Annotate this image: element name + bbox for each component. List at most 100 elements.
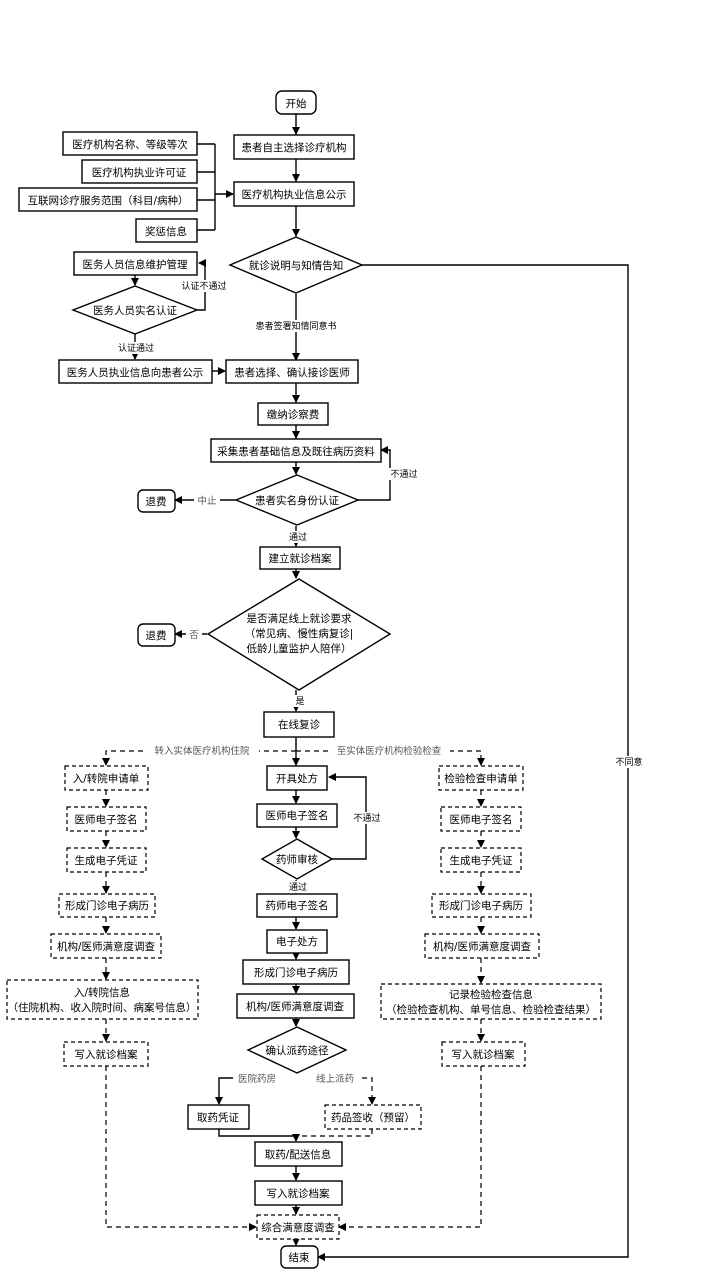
svg-text:生成电子凭证: 生成电子凭证	[75, 854, 138, 867]
node-refund-2: 退费	[137, 623, 176, 647]
svg-text:机构/医师满意度调查: 机构/医师满意度调查	[433, 940, 532, 953]
svg-text:医师电子签名: 医师电子签名	[75, 813, 138, 826]
node-l-info: 入/转院信息 （住院机构、收入院时间、病案号信息）	[6, 979, 199, 1020]
svg-text:退费: 退费	[146, 629, 167, 642]
svg-text:（检验检查机构、单号信息、检验检查结果）: （检验检查机构、单号信息、检验检查结果）	[386, 1003, 596, 1016]
node-refund-1: 退费	[137, 489, 176, 513]
node-reward: 奖惩信息	[135, 218, 198, 243]
label-cert-pass: 认证通过	[118, 342, 154, 354]
node-end: 结束	[280, 1245, 319, 1269]
label-abort: 中止	[197, 495, 217, 507]
node-c-archive: 写入就诊档案	[254, 1180, 343, 1206]
label-no: 否	[189, 630, 199, 641]
node-staff-disclosure: 医务人员执业信息向患者公示	[58, 359, 213, 384]
node-create-file: 建立就诊档案	[259, 546, 341, 570]
node-r-voucher: 生成电子凭证	[440, 847, 522, 873]
svg-text:（住院机构、收入院时间、病案号信息）: （住院机构、收入院时间、病案号信息）	[8, 1001, 197, 1014]
svg-text:患者实名身份认证: 患者实名身份认证	[255, 494, 339, 507]
label-to-exam: 至实体医疗机构检验检查	[337, 745, 442, 757]
svg-text:药师电子签名: 药师电子签名	[266, 899, 329, 912]
svg-text:互联网诊疗服务范围（科目/病种）: 互联网诊疗服务范围（科目/病种）	[27, 194, 188, 207]
svg-text:取药/配送信息: 取药/配送信息	[265, 1148, 332, 1161]
node-staff-maint: 医务人员信息维护管理	[73, 251, 198, 276]
label-disagree: 不同意	[615, 756, 642, 768]
svg-text:入/转院信息: 入/转院信息	[74, 986, 130, 999]
node-l-apply: 入/转院申请单	[64, 765, 149, 791]
node-patient-verify: 患者实名身份认证	[234, 474, 360, 526]
node-self-select: 患者自主选择诊疗机构	[233, 134, 355, 160]
label-yes: 是	[295, 696, 304, 707]
svg-text:退费: 退费	[146, 495, 167, 508]
node-r-emr: 形成门诊电子病历	[431, 893, 532, 918]
svg-text:开具处方: 开具处方	[276, 772, 318, 785]
node-pickup-info: 取药/配送信息	[254, 1141, 343, 1167]
svg-text:写入就诊档案: 写入就诊档案	[267, 1187, 330, 1200]
node-requirement: 是否满足线上就诊要求 （常见病、慢性病复诊| 低龄儿童监护人陪伴）	[206, 578, 392, 691]
node-r-info: 记录检验检查信息 （检验检查机构、单号信息、检验检查结果）	[380, 983, 602, 1020]
svg-text:写入就诊档案: 写入就诊档案	[75, 1048, 138, 1061]
node-c-emr: 形成门诊电子病历	[242, 959, 350, 985]
svg-text:开始: 开始	[286, 97, 307, 110]
svg-text:取药凭证: 取药凭证	[197, 1111, 239, 1124]
svg-text:患者选择、确认接诊医师: 患者选择、确认接诊医师	[234, 366, 350, 379]
node-inst-license: 医疗机构执业许可证	[81, 159, 198, 184]
label-consent: 患者签署知情同意书	[255, 320, 336, 332]
node-c-survey: 机构/医师满意度调查	[236, 993, 355, 1019]
svg-text:是否满足线上就诊要求: 是否满足线上就诊要求	[247, 612, 352, 625]
node-start: 开始	[275, 90, 317, 115]
node-informed: 就诊说明与知情告知	[228, 236, 364, 294]
label-hospital-pharmacy: 医院药房	[238, 1073, 276, 1085]
node-inst-name: 医疗机构名称、等级等次	[62, 131, 198, 156]
edge-labels: 认证不通过 认证通过 患者签署知情同意书 不通过 中止 通过 否 是 转入实体医…	[112, 280, 646, 1085]
node-internet-scope: 互联网诊疗服务范围（科目/病种）	[18, 187, 198, 212]
node-overall-survey: 综合满意度调查	[256, 1214, 340, 1240]
svg-text:形成门诊电子病历: 形成门诊电子病历	[254, 966, 338, 979]
svg-text:检验检查申请单: 检验检查申请单	[444, 772, 518, 785]
svg-text:缴纳诊察费: 缴纳诊察费	[267, 408, 320, 421]
node-staff-verify: 医务人员实名认证	[71, 285, 199, 335]
node-pharm-review: 药师审核	[260, 838, 334, 880]
svg-text:（常见病、慢性病复诊|: （常见病、慢性病复诊|	[245, 627, 354, 640]
node-r-apply: 检验检查申请单	[438, 765, 524, 791]
node-drug-receipt: 药品签收（预留）	[324, 1104, 422, 1130]
label-cert-fail: 认证不通过	[181, 280, 226, 292]
label-pass: 通过	[289, 531, 307, 543]
svg-text:结束: 结束	[289, 1251, 310, 1264]
svg-text:药品签收（预留）: 药品签收（预留）	[331, 1111, 415, 1124]
node-r-sign: 医师电子签名	[440, 806, 522, 832]
svg-text:机构/医师满意度调查: 机构/医师满意度调查	[246, 1000, 345, 1013]
svg-text:机构/医师满意度调查: 机构/医师满意度调查	[57, 940, 156, 953]
svg-text:形成门诊电子病历: 形成门诊电子病历	[65, 899, 149, 912]
svg-text:建立就诊档案: 建立就诊档案	[269, 552, 332, 565]
svg-text:奖惩信息: 奖惩信息	[145, 225, 187, 238]
svg-text:就诊说明与知情告知: 就诊说明与知情告知	[249, 259, 344, 272]
svg-text:医师电子签名: 医师电子签名	[266, 809, 329, 822]
node-e-rx: 电子处方	[266, 929, 328, 954]
svg-text:生成电子凭证: 生成电子凭证	[450, 854, 513, 867]
svg-text:医疗机构名称、等级等次: 医疗机构名称、等级等次	[72, 138, 188, 151]
svg-text:患者自主选择诊疗机构: 患者自主选择诊疗机构	[242, 141, 347, 154]
node-l-emr: 形成门诊电子病历	[58, 893, 156, 918]
node-r-survey: 机构/医师满意度调查	[424, 933, 540, 959]
svg-text:确认派药途径: 确认派药途径	[266, 1044, 329, 1057]
label-review-pass: 通过	[289, 881, 307, 893]
node-choose-doctor: 患者选择、确认接诊医师	[225, 359, 359, 384]
node-r-archive: 写入就诊档案	[441, 1041, 526, 1067]
label-review-fail: 不通过	[353, 812, 380, 824]
node-prescribe: 开具处方	[266, 765, 328, 791]
svg-text:形成门诊电子病历: 形成门诊电子病历	[439, 899, 523, 912]
svg-text:医师电子签名: 医师电子签名	[450, 813, 513, 826]
svg-text:低龄儿童监护人陪伴）: 低龄儿童监护人陪伴）	[247, 642, 352, 655]
svg-text:记录检验检查信息: 记录检验检查信息	[449, 988, 533, 1001]
node-pharm-sign: 药师电子签名	[256, 893, 338, 918]
svg-text:医务人员执业信息向患者公示: 医务人员执业信息向患者公示	[67, 366, 204, 379]
svg-text:药师审核: 药师审核	[276, 853, 318, 866]
label-online-delivery: 线上派药	[316, 1073, 354, 1085]
svg-text:医务人员信息维护管理: 医务人员信息维护管理	[83, 258, 188, 271]
node-l-sign: 医师电子签名	[66, 806, 147, 832]
svg-text:在线复诊: 在线复诊	[278, 718, 320, 731]
node-doctor-sign: 医师电子签名	[256, 803, 338, 828]
svg-text:综合满意度调查: 综合满意度调查	[261, 1221, 335, 1234]
node-inst-disclosure: 医疗机构执业信息公示	[233, 181, 355, 207]
